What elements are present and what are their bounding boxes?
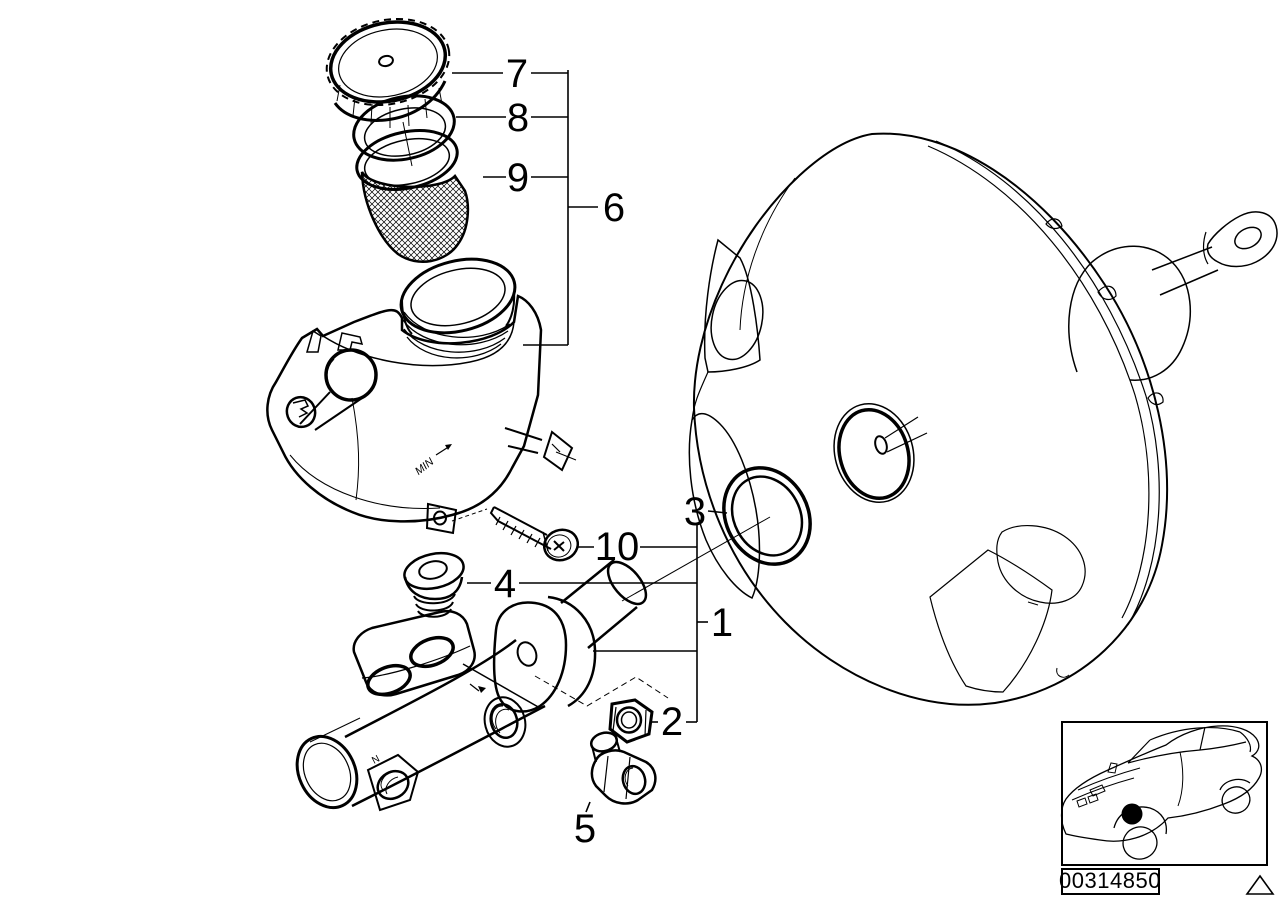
part-location-dot [1121,803,1143,825]
warning-triangle-icon [1245,874,1275,895]
cylinder-mid-port [483,696,527,748]
image-number-box: 00314850 [1059,868,1161,895]
o-ring [722,466,812,566]
booster-hub [833,402,928,504]
booster-push-rod [1151,211,1278,296]
image-number: 00314850 [1059,868,1161,893]
reservoir-side-port [285,348,378,431]
callout-9[interactable]: 9 [507,156,529,200]
hex-nut [608,698,654,744]
callout-4[interactable]: 4 [494,562,516,606]
callout-10[interactable]: 10 [595,525,640,569]
callouts: 7 8 9 6 10 4 3 1 2 5 [494,52,733,851]
cap-seal-ring [352,94,456,167]
reservoir-mounting-ear [425,502,458,535]
callout-3[interactable]: 3 [684,490,706,534]
min-level-marking: MIN [413,444,452,478]
cylinder-stamp-label: N [370,754,382,767]
callout-7[interactable]: 7 [506,52,528,96]
reservoir-cap [325,17,451,128]
reservoir-connector [504,427,577,472]
cylinder-left-port [366,753,420,812]
pressure-fitting [589,731,657,805]
callout-6[interactable]: 6 [603,186,625,230]
callout-1[interactable]: 1 [711,601,733,645]
reservoir-port-flange [352,609,476,697]
master-cylinder: N [295,559,648,812]
brake-fluid-reservoir: MIN [266,257,577,535]
min-label: MIN [413,456,436,478]
master-cylinder-snout [560,559,648,649]
reservoir-filler-neck [399,257,517,359]
callout-5[interactable]: 5 [574,807,596,851]
reservoir-strainer [355,129,470,263]
reservoir-screw [489,506,580,562]
brake-booster [688,132,1278,706]
leader-lines [451,70,771,813]
callout-2[interactable]: 2 [661,700,683,744]
car-thumbnail [1060,721,1268,866]
callout-8[interactable]: 8 [507,96,529,140]
reservoir-grommet [403,551,465,618]
